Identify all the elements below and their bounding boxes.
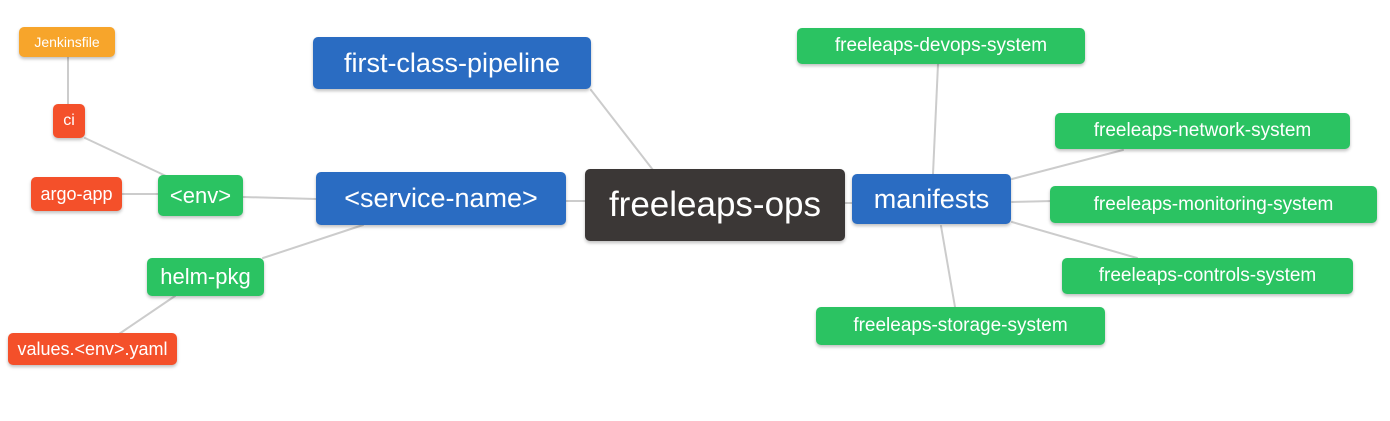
edge-ci-env <box>84 137 167 177</box>
edge-manifests-devops-system <box>932 63 939 175</box>
node-freeleaps-controls-system[interactable]: freeleaps-controls-system <box>1062 258 1353 294</box>
node-freeleaps-ops[interactable]: freeleaps-ops <box>585 169 845 241</box>
edge-service-name-helm-pkg <box>262 224 364 259</box>
edge-manifests-network-system <box>1011 149 1124 180</box>
edge-manifests-storage-system <box>940 225 956 308</box>
edge-helm-pkg-values-env-yaml <box>118 295 176 335</box>
node-freeleaps-storage-system[interactable]: freeleaps-storage-system <box>816 307 1105 345</box>
node-manifests[interactable]: manifests <box>852 174 1011 224</box>
edge-manifests-controls-system <box>1011 221 1138 259</box>
edge-pipeline-freeleaps-ops <box>590 89 654 171</box>
edge-manifests-monitoring-system <box>1011 200 1054 203</box>
node-values-env-yaml[interactable]: values.<env>.yaml <box>8 333 177 365</box>
edge-env-service-name <box>242 196 317 200</box>
node-freeleaps-network-system[interactable]: freeleaps-network-system <box>1055 113 1350 149</box>
node-env[interactable]: <env> <box>158 175 243 216</box>
node-ci[interactable]: ci <box>53 104 85 138</box>
node-jenkinsfile[interactable]: Jenkinsfile <box>19 27 115 57</box>
node-helm-pkg[interactable]: helm-pkg <box>147 258 264 296</box>
node-first-class-pipeline[interactable]: first-class-pipeline <box>313 37 591 89</box>
node-freeleaps-monitoring-system[interactable]: freeleaps-monitoring-system <box>1050 186 1377 223</box>
node-service-name[interactable]: <service-name> <box>316 172 566 225</box>
node-argo-app[interactable]: argo-app <box>31 177 122 211</box>
node-freeleaps-devops-system[interactable]: freeleaps-devops-system <box>797 28 1085 64</box>
